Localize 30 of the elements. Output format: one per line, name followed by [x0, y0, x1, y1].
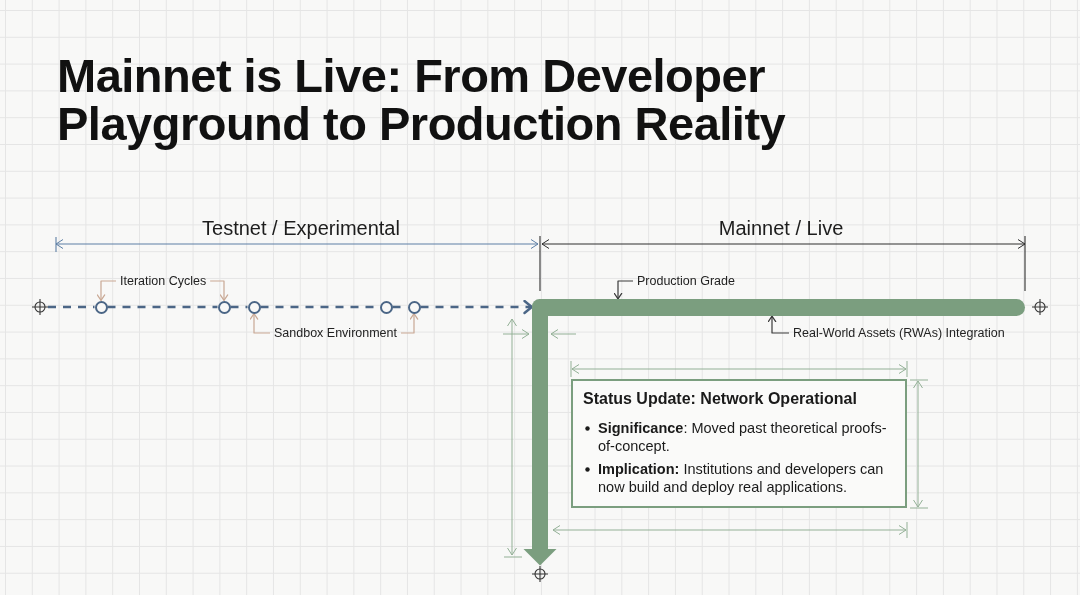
thick-arrow [523, 316, 557, 566]
thick-bar [532, 299, 1025, 316]
crosshair-icon [32, 299, 48, 315]
dashed-line [48, 305, 95, 309]
callout-label: Sandbox Environment [270, 325, 401, 341]
timeline-node [379, 300, 393, 314]
callout-label: Production Grade [633, 273, 739, 289]
leader-line [613, 280, 634, 300]
timeline-node [94, 300, 108, 314]
timeline-node [217, 300, 231, 314]
dimension-label: Mainnet / Live [718, 217, 844, 239]
crosshair-icon [532, 566, 548, 582]
callout-label: Iteration Cycles [116, 273, 211, 289]
dimension-label: Testnet / Experimental [202, 217, 400, 239]
bullet-text: Implication: Institutions and developers can now build and deploy real applications. [598, 459, 885, 496]
card-title: Status Update: Network Operational [583, 389, 858, 409]
dashed-arrow [420, 299, 533, 315]
callout-label: Real-World Assets (RWAs) Integration [789, 325, 1009, 341]
timeline-node [247, 300, 261, 314]
leader-line [249, 312, 271, 334]
bullet-text: Significance: Moved past theoretical proofs-of-concept. [598, 419, 888, 455]
diagram-title: Mainnet is Live: From Developer Playground to Production Reality [57, 52, 787, 148]
leader-line [209, 280, 229, 302]
leader-line [400, 312, 419, 334]
timeline-node [407, 300, 421, 314]
dashed-line [230, 305, 248, 309]
status-card [571, 379, 907, 508]
leader-line [767, 315, 790, 334]
dashed-line [107, 305, 218, 309]
leader-line [96, 280, 117, 302]
